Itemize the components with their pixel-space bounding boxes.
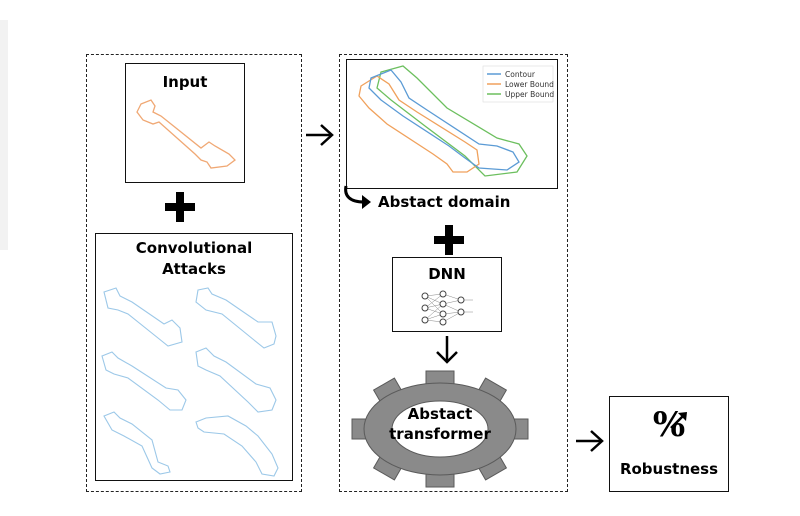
dnn-label: DNN xyxy=(428,265,466,283)
left-group xyxy=(86,54,302,492)
curved-arrow-icon xyxy=(344,185,371,209)
plus-icon-left xyxy=(165,192,195,222)
dnn-box: DNN xyxy=(392,257,502,332)
legend-contour: Contour xyxy=(505,70,536,79)
arrow-right-icon-1 xyxy=(306,124,334,146)
input-wrench-shape xyxy=(136,99,236,169)
percent-icon: % xyxy=(652,405,686,445)
neural-network-icon xyxy=(421,290,473,326)
gear-icon xyxy=(351,370,529,488)
plot-legend: Contour Lower Bound Upper Bound xyxy=(482,65,554,103)
domain-plot: Contour Lower Bound Upper Bound xyxy=(358,65,554,177)
attacks-box: Convolutional Attacks xyxy=(95,233,293,481)
attacks-label-1: Convolutional xyxy=(135,239,253,257)
plus-icon-right xyxy=(434,225,464,255)
robustness-label: Robustness xyxy=(619,460,719,478)
domain-plot-box: Contour Lower Bound Upper Bound xyxy=(346,59,558,189)
abstract-domain-label: Abstact domain xyxy=(378,193,511,211)
trend-arrow-icon xyxy=(670,412,687,429)
legend-upper-bound: Upper Bound xyxy=(505,90,554,99)
attack-shapes xyxy=(101,287,279,477)
percent-symbol: % xyxy=(610,405,728,445)
transformer-label-1: Abstact xyxy=(407,405,473,423)
input-box: Input xyxy=(125,63,245,183)
right-group xyxy=(339,54,568,492)
left-edge-strip xyxy=(0,20,8,250)
attacks-label-2: Attacks xyxy=(162,260,226,278)
arrow-down-icon xyxy=(436,336,458,364)
arrow-right-icon-2 xyxy=(576,430,604,452)
transformer-label-2: transformer xyxy=(389,425,491,443)
robustness-box: % Robustness xyxy=(609,396,729,492)
input-label: Input xyxy=(162,73,208,91)
legend-lower-bound: Lower Bound xyxy=(505,80,554,89)
